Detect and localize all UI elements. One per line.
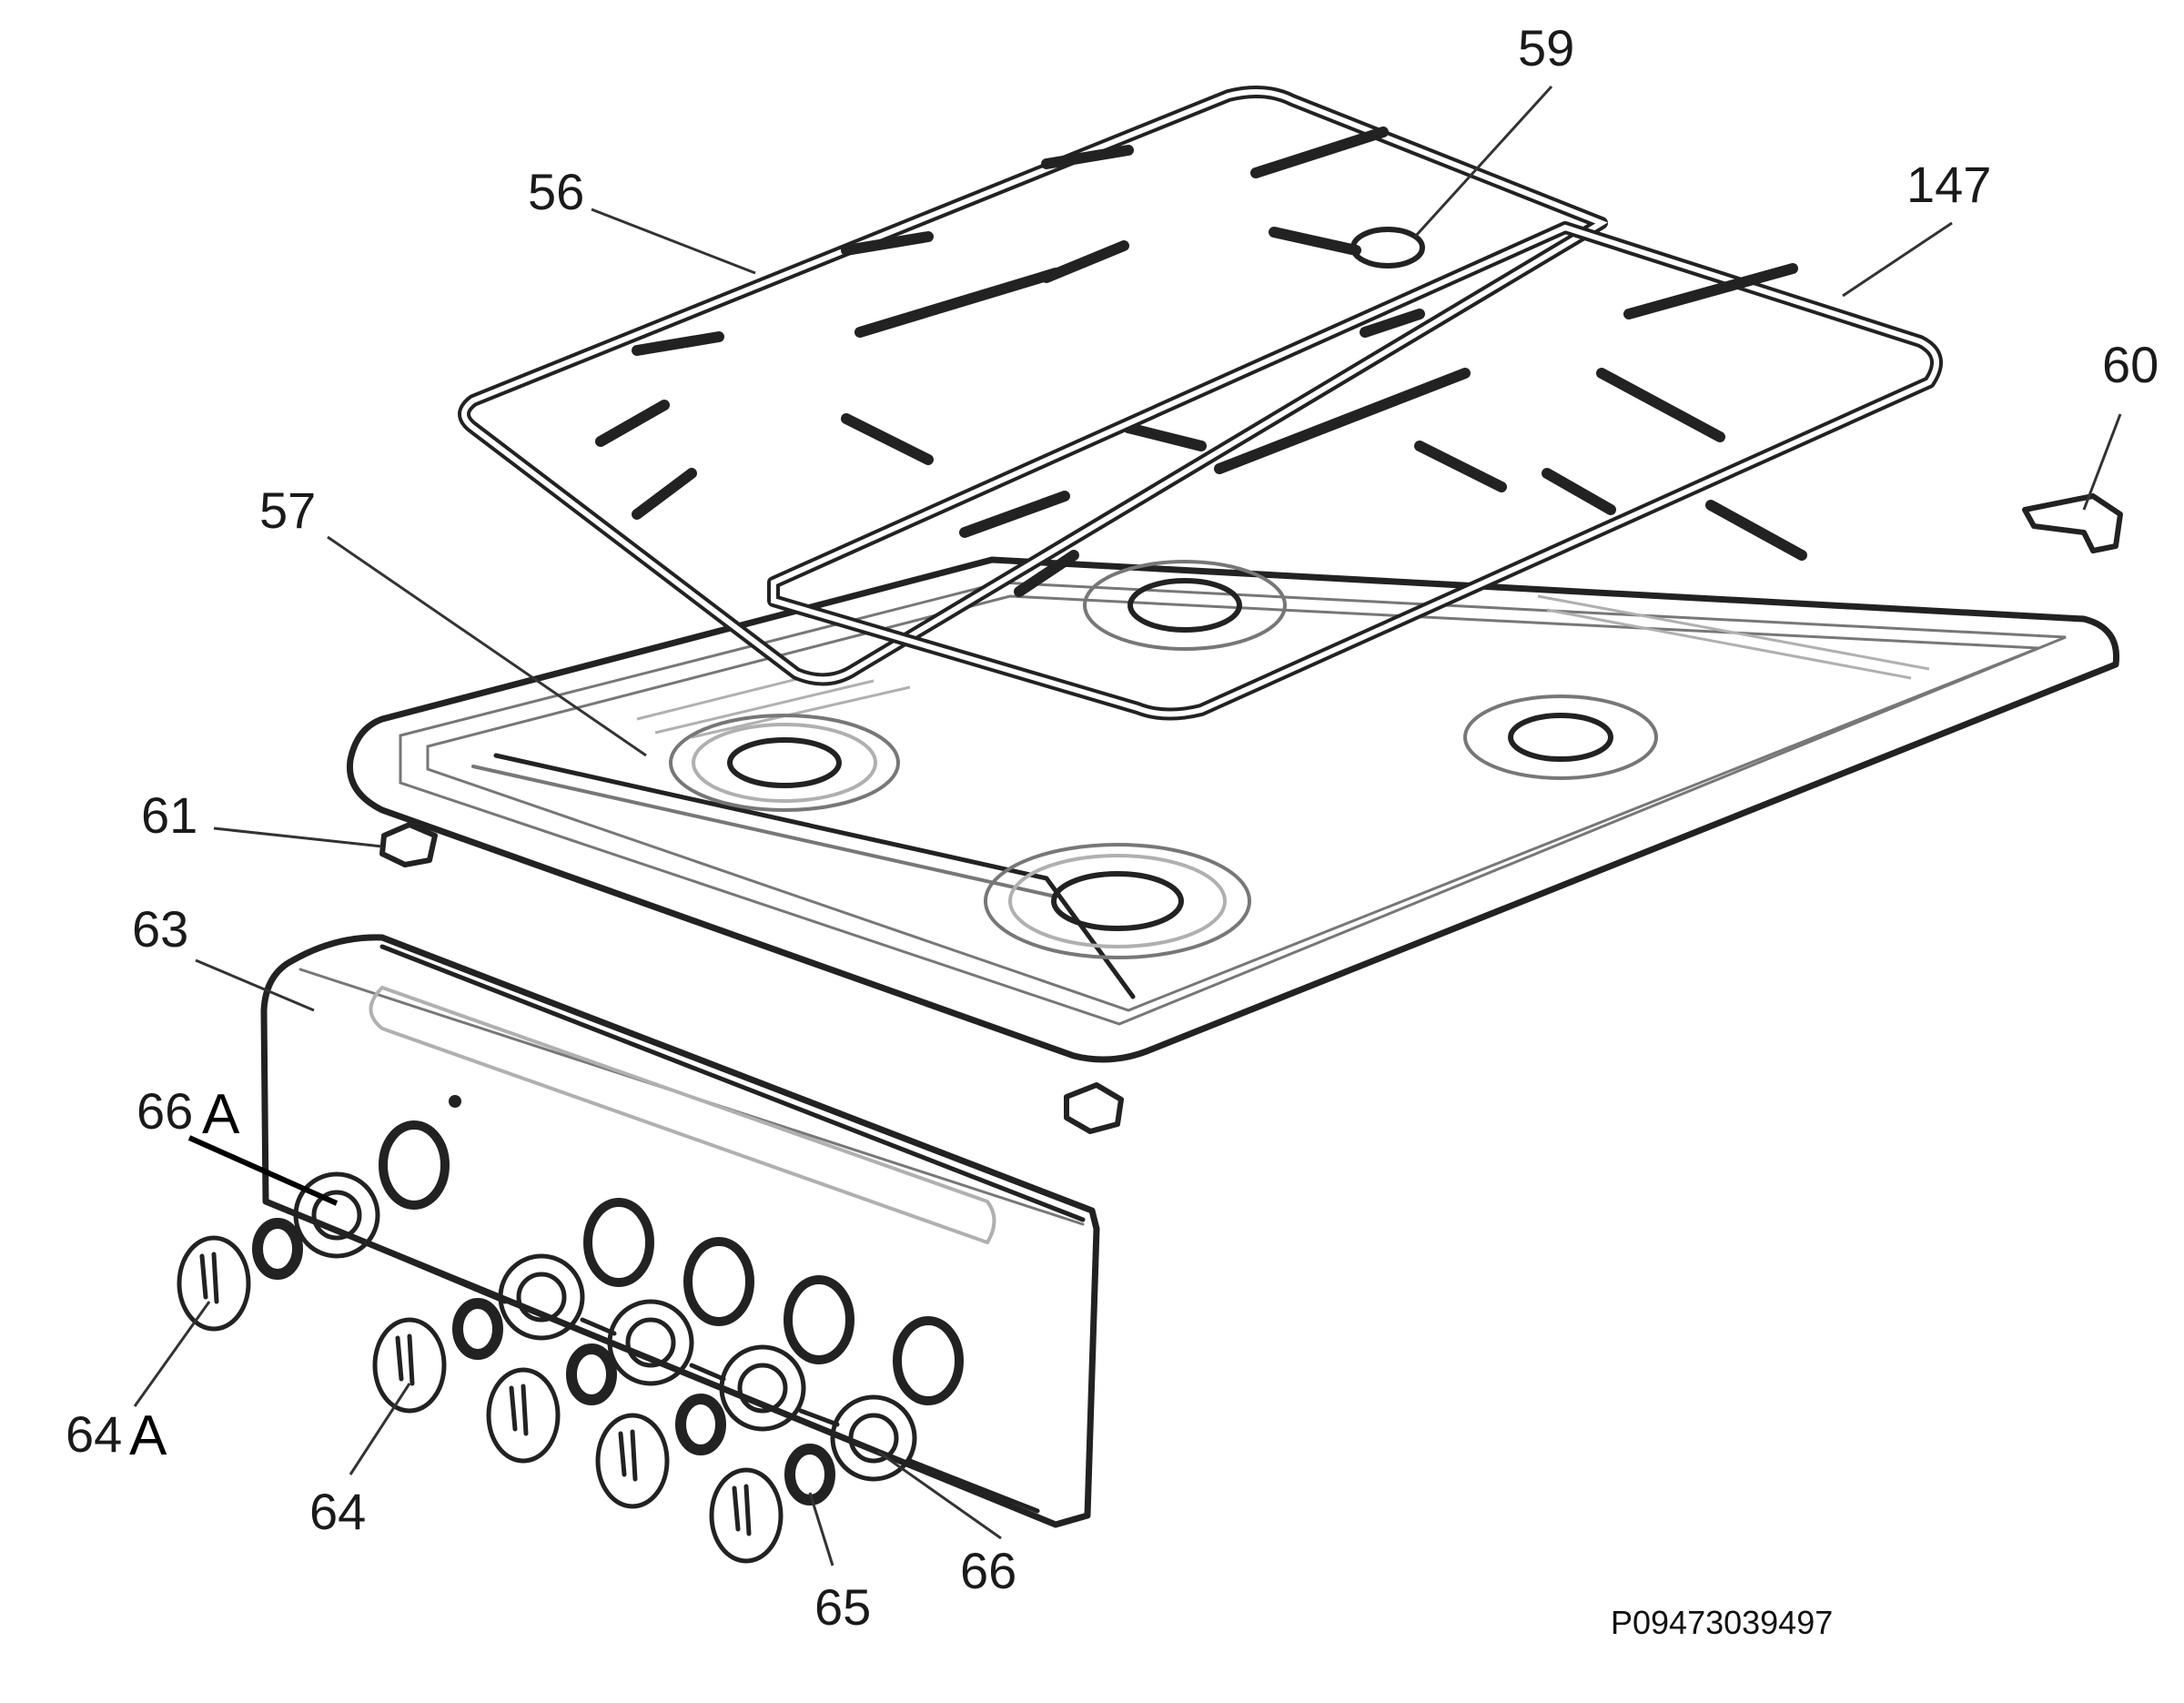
burner-rear-center: [1083, 560, 1287, 651]
label-60: 60: [2102, 336, 2159, 393]
label-61: 61: [141, 786, 197, 844]
label-56: 56: [528, 163, 584, 220]
hob-top: [346, 556, 2120, 1063]
burner-right: [1463, 694, 1658, 780]
label-65: 65: [814, 1578, 871, 1636]
burner-front-center: [984, 843, 1251, 959]
leader-lines: [133, 85, 2122, 1566]
clip-left: [379, 822, 438, 867]
label-66: 66: [960, 1542, 1016, 1599]
label-63: 63: [132, 900, 188, 958]
document-code: P09473039497: [1611, 1604, 1833, 1641]
knob-rings: [293, 1171, 1040, 1514]
label-66a-number: 66: [136, 1082, 193, 1140]
burner-front-left: [669, 714, 900, 812]
label-59: 59: [1518, 19, 1574, 76]
label-57: 57: [259, 482, 316, 539]
pan-support-right: [767, 221, 1943, 721]
knobs: [177, 1235, 784, 1564]
clip-right: [2022, 493, 2123, 553]
grate-foot: [1350, 227, 1425, 269]
control-panel: [260, 934, 1100, 1528]
pan-support-left: [458, 86, 1608, 686]
label-66a-suffix: A: [202, 1083, 240, 1146]
label-64: 64: [309, 1483, 366, 1540]
label-64a-number: 64: [66, 1405, 122, 1463]
label-147: 147: [1906, 156, 1991, 213]
knob-seals: [252, 1218, 835, 1505]
label-64a-suffix: A: [129, 1404, 167, 1467]
clip-front: [1064, 1082, 1124, 1134]
